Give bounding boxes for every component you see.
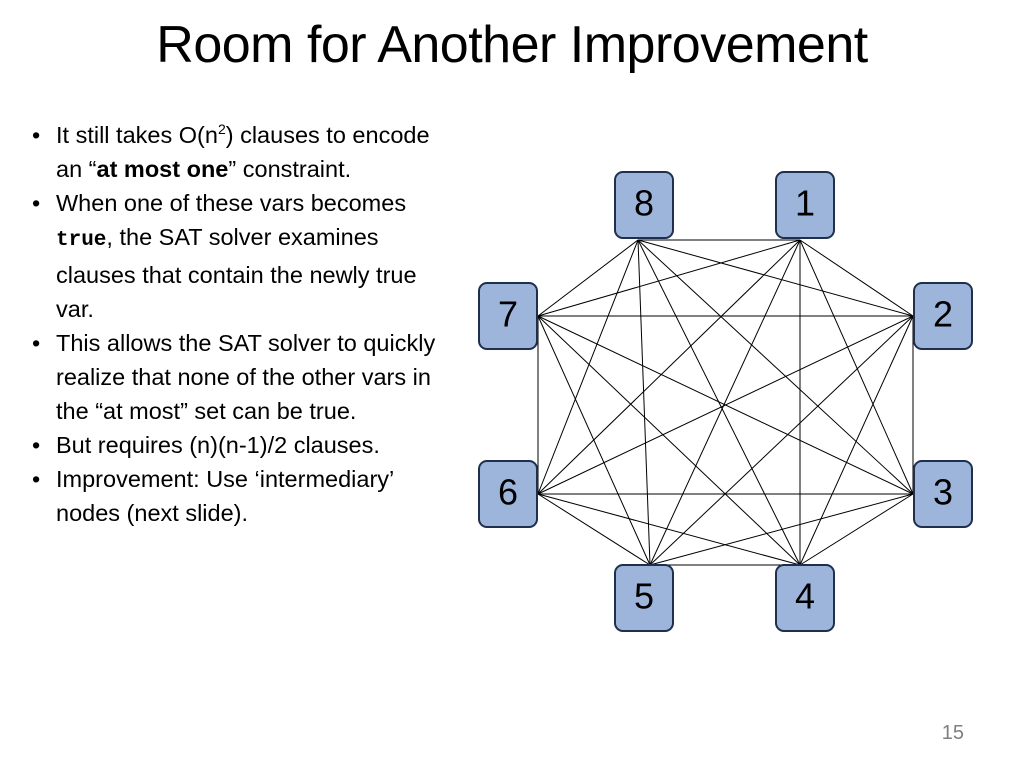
graph-edge-8-7 <box>537 239 639 317</box>
graph-node-label: 6 <box>498 472 518 513</box>
bullet-code-text: true <box>56 229 107 252</box>
graph-edge-3-5 <box>649 493 914 566</box>
graph-node-label: 8 <box>634 183 654 224</box>
graph-node-box <box>775 171 835 239</box>
graph-node-box <box>478 282 538 350</box>
graph-edge-7-5 <box>537 315 651 566</box>
graph-edge-6-5 <box>537 493 651 566</box>
bullet-text: , the SAT solver examines clauses that c… <box>56 224 417 322</box>
graph-node-label: 5 <box>634 576 654 617</box>
bullet-text: It still takes O(n <box>56 122 218 148</box>
graph-node-box <box>775 564 835 632</box>
graph-node-box <box>913 460 973 528</box>
graph-edge-1-6 <box>537 239 801 495</box>
bullet-text: This allows the SAT solver to quickly re… <box>56 330 436 424</box>
bullet-text: Improvement: Use ‘intermediary’ nodes (n… <box>56 466 394 526</box>
graph-node-box <box>614 171 674 239</box>
graph-node-5: 5 <box>614 564 674 632</box>
bullet-item: This allows the SAT solver to quickly re… <box>30 326 460 428</box>
bullet-superscript: 2 <box>217 121 226 138</box>
bullet-text: When one of these vars becomes <box>56 190 407 216</box>
graph-edge-1-3 <box>799 239 914 495</box>
bullet-item: When one of these vars becomes true, the… <box>30 186 460 326</box>
graph-node-box <box>913 282 973 350</box>
graph-edge-8-6 <box>537 239 639 495</box>
graph-edge-8-2 <box>637 239 914 317</box>
graph-node-6: 6 <box>478 460 538 528</box>
graph-node-8: 8 <box>614 171 674 239</box>
graph-node-3: 3 <box>913 460 973 528</box>
graph-node-box <box>614 564 674 632</box>
slide-title: Room for Another Improvement <box>156 16 868 74</box>
graph-nodes: 8 1 7 2 6 3 5 4 <box>478 171 973 632</box>
bullet-text: But requires (n)(n-1)/2 clauses. <box>56 432 380 458</box>
graph-node-2: 2 <box>913 282 973 350</box>
bullet-item: It still takes O(n2) clauses to encode a… <box>30 118 460 186</box>
graph-edge-2-5 <box>649 315 914 566</box>
graph-edge-8-5 <box>637 239 651 566</box>
graph-node-box <box>478 460 538 528</box>
graph-edge-8-4 <box>637 239 801 566</box>
graph-node-label: 4 <box>795 576 815 617</box>
graph-edge-6-4 <box>537 493 801 566</box>
graph-node-1: 1 <box>775 171 835 239</box>
graph-edge-1-5 <box>649 239 801 566</box>
graph-edge-1-7 <box>537 239 801 317</box>
graph-edge-2-6 <box>537 315 914 495</box>
page-number: 15 <box>941 722 964 744</box>
bullet-list: It still takes O(n2) clauses to encode a… <box>30 118 460 530</box>
graph-node-label: 1 <box>795 183 815 224</box>
bullet-item: But requires (n)(n-1)/2 clauses. <box>30 428 460 462</box>
graph-edge-7-4 <box>537 315 801 566</box>
graph-edge-3-4 <box>799 493 914 566</box>
graph-node-4: 4 <box>775 564 835 632</box>
graph-edge-1-2 <box>799 239 914 317</box>
graph-node-label: 7 <box>498 294 518 335</box>
bullet-text: ) clauses to encode an “ <box>56 122 430 182</box>
graph-node-label: 2 <box>933 294 953 335</box>
graph-node-label: 3 <box>933 472 953 513</box>
bullet-text: ” constraint. <box>228 156 352 182</box>
bullet-bold-text: at most one <box>96 156 229 182</box>
graph-edge-8-3 <box>637 239 914 495</box>
bullet-item: Improvement: Use ‘intermediary’ nodes (n… <box>30 462 460 530</box>
graph-node-7: 7 <box>478 282 538 350</box>
graph-edges <box>537 239 914 566</box>
graph-edge-2-4 <box>799 315 914 566</box>
